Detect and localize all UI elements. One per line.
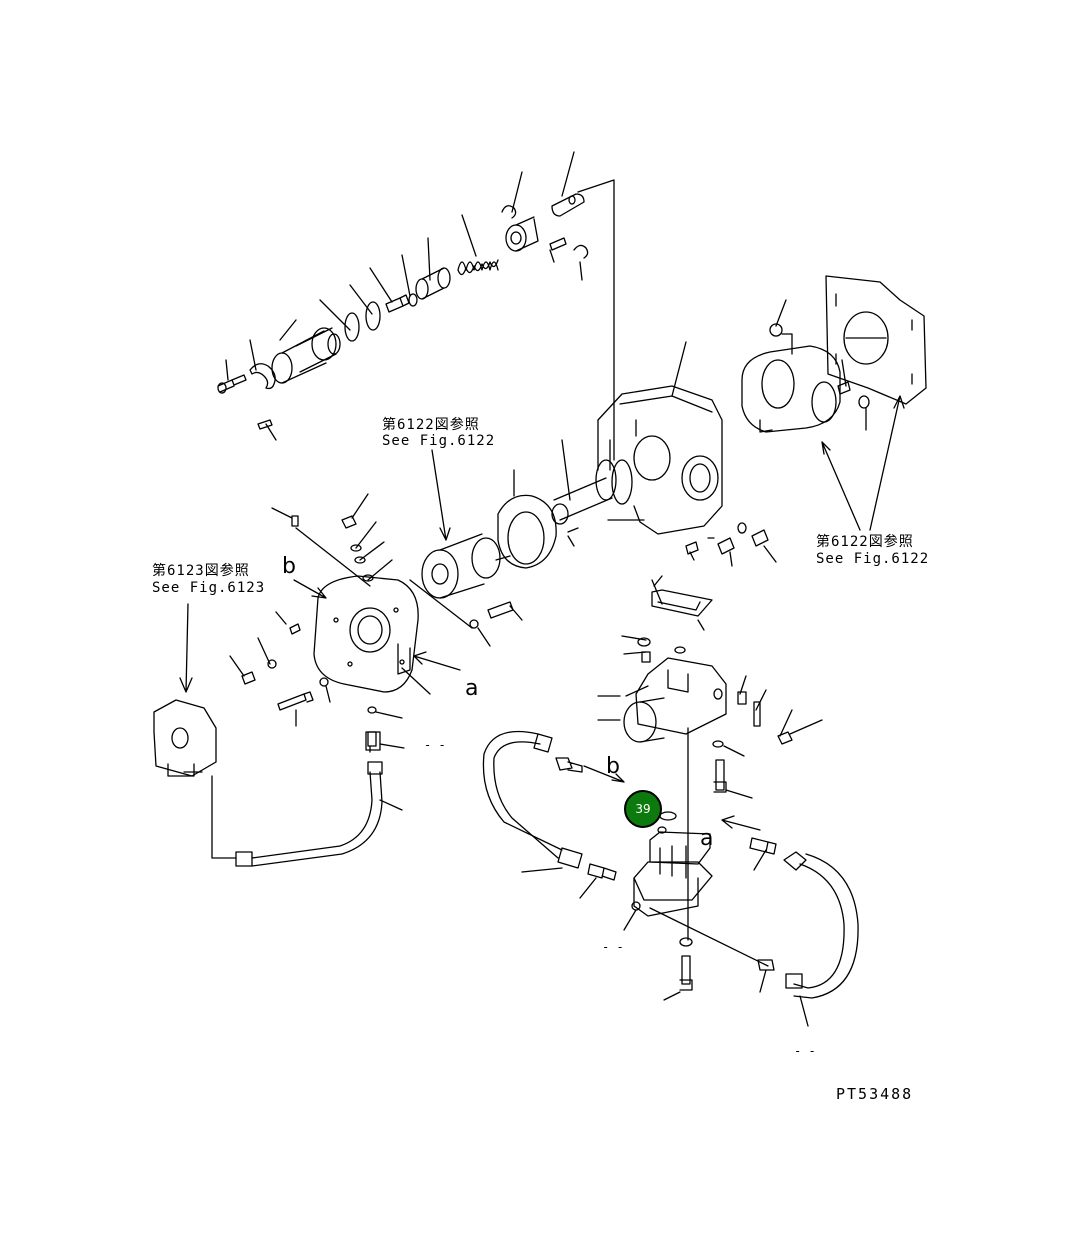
ref-label-top-jp: 第6122図参照 xyxy=(382,417,480,433)
gasket-ring xyxy=(497,469,557,569)
dash-mark-1: - - xyxy=(424,738,446,752)
top-valve-assembly xyxy=(217,151,589,441)
drawing-code: PT53488 xyxy=(836,1085,914,1103)
dash-mark-2: - - xyxy=(602,940,624,954)
marker-a-left: a xyxy=(465,676,479,701)
arrow-b-center xyxy=(583,765,625,783)
ref-label-top-en: See Fig.6122 xyxy=(382,433,496,449)
piston-cylinder xyxy=(421,533,511,599)
ref-arrow-right-1 xyxy=(821,441,861,531)
left-flange xyxy=(229,493,523,753)
arrow-a-left xyxy=(413,651,461,671)
marker-b-center: b xyxy=(606,754,620,779)
left-pump-block xyxy=(153,699,217,777)
lower-hose-right xyxy=(749,837,859,1027)
cover-plate-right xyxy=(741,275,927,433)
left-hose xyxy=(211,731,403,867)
arrow-a-center xyxy=(721,815,761,831)
ref-label-right-en: See Fig.6122 xyxy=(816,551,930,567)
ref-label-left-jp: 第6123図参照 xyxy=(152,563,250,579)
part-callout-39[interactable]: 39 xyxy=(624,790,662,828)
ref-label-right-jp: 第6122図参照 xyxy=(816,534,914,550)
center-valve-body xyxy=(597,575,823,941)
marker-a-center: a xyxy=(700,826,714,851)
ref-label-left-en: See Fig.6123 xyxy=(152,580,266,596)
arrow-b-left xyxy=(293,579,327,599)
reference-line-top xyxy=(577,179,615,461)
marker-b-left: b xyxy=(282,554,296,579)
gasket-leader xyxy=(651,579,663,605)
lower-hose-left xyxy=(482,730,617,899)
lower-valve-block xyxy=(623,811,769,1001)
ref-arrow-top xyxy=(431,449,451,541)
ref-arrow-right-2 xyxy=(869,395,905,531)
gearbox-housing xyxy=(551,341,777,567)
ref-arrow-left xyxy=(179,603,193,693)
dash-mark-3: - - xyxy=(794,1044,816,1058)
